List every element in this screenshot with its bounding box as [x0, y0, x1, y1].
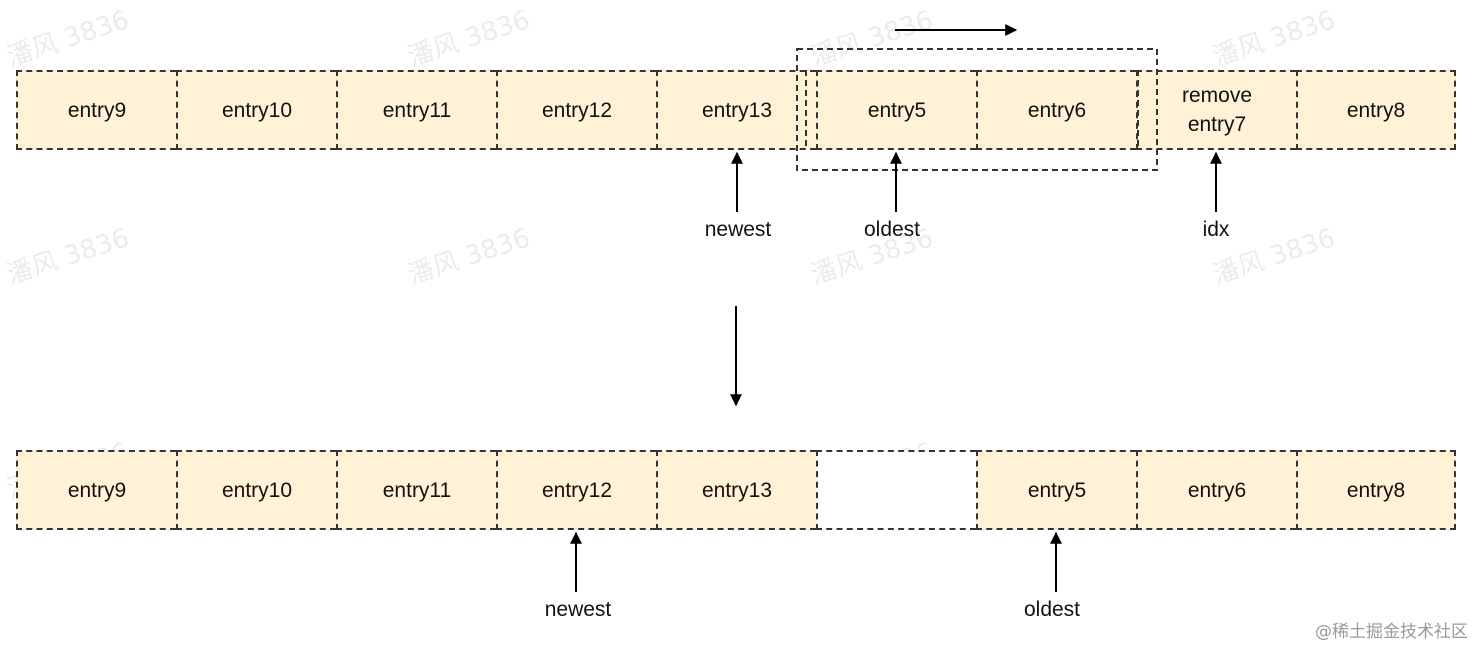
bottom-cell-entry12: entry12: [496, 450, 656, 530]
top-cell-entry6: entry6: [976, 70, 1136, 150]
bottom-cell-entry11: entry11: [336, 450, 496, 530]
cell-label: entry12: [541, 478, 613, 502]
cell-label: entry11: [382, 478, 452, 502]
cell-label: entry8: [1346, 478, 1406, 502]
cell-label: entry10: [221, 478, 293, 502]
bottom-cell-entry6: entry6: [1136, 450, 1296, 530]
bottom-newest-label: newest: [544, 598, 612, 621]
top-oldest-label: oldest: [863, 218, 921, 241]
top-cell-entry11: entry11: [336, 70, 496, 150]
site-watermark: @稀土掘金技术社区: [1315, 622, 1468, 642]
cell-label: entry5: [1027, 478, 1087, 502]
top-cell-entry13: entry13: [656, 70, 816, 150]
bottom-oldest-label: oldest: [1023, 598, 1081, 621]
top-cell-entry12: entry12: [496, 70, 656, 150]
cell-label: entry6: [1187, 478, 1247, 502]
bottom-cell-entry10: entry10: [176, 450, 336, 530]
cell-label: entry5: [867, 98, 927, 122]
cell-label: entry13: [701, 98, 773, 122]
cell-label: entry11: [382, 98, 452, 122]
top-cell-remove-entry7: remove entry7: [1136, 70, 1296, 150]
top-cell-entry5: entry5: [816, 70, 976, 150]
top-newest-label: newest: [704, 218, 772, 241]
cell-label: entry8: [1346, 98, 1406, 122]
top-cell-entry8: entry8: [1296, 70, 1456, 150]
cell-label: entry10: [221, 98, 293, 122]
cell-label: remove entry7: [1181, 84, 1253, 136]
cell-label: entry9: [67, 98, 127, 122]
bottom-cell-empty: [816, 450, 976, 530]
cell-label: entry9: [67, 478, 127, 502]
cell-label: entry12: [541, 98, 613, 122]
cell-label: entry6: [1027, 98, 1087, 122]
bottom-cell-entry9: entry9: [16, 450, 176, 530]
cell-label: entry13: [701, 478, 773, 502]
top-cell-entry10: entry10: [176, 70, 336, 150]
top-ring-buffer: entry9 entry10 entry11 entry12 entry13 e…: [16, 70, 1456, 150]
move-selection-box: [796, 48, 1158, 171]
bottom-cell-entry13: entry13: [656, 450, 816, 530]
bottom-cell-entry5: entry5: [976, 450, 1136, 530]
bottom-ring-buffer: entry9 entry10 entry11 entry12 entry13 e…: [16, 450, 1456, 530]
bottom-cell-entry8: entry8: [1296, 450, 1456, 530]
top-cell-entry9: entry9: [16, 70, 176, 150]
top-idx-label: idx: [1202, 218, 1230, 241]
